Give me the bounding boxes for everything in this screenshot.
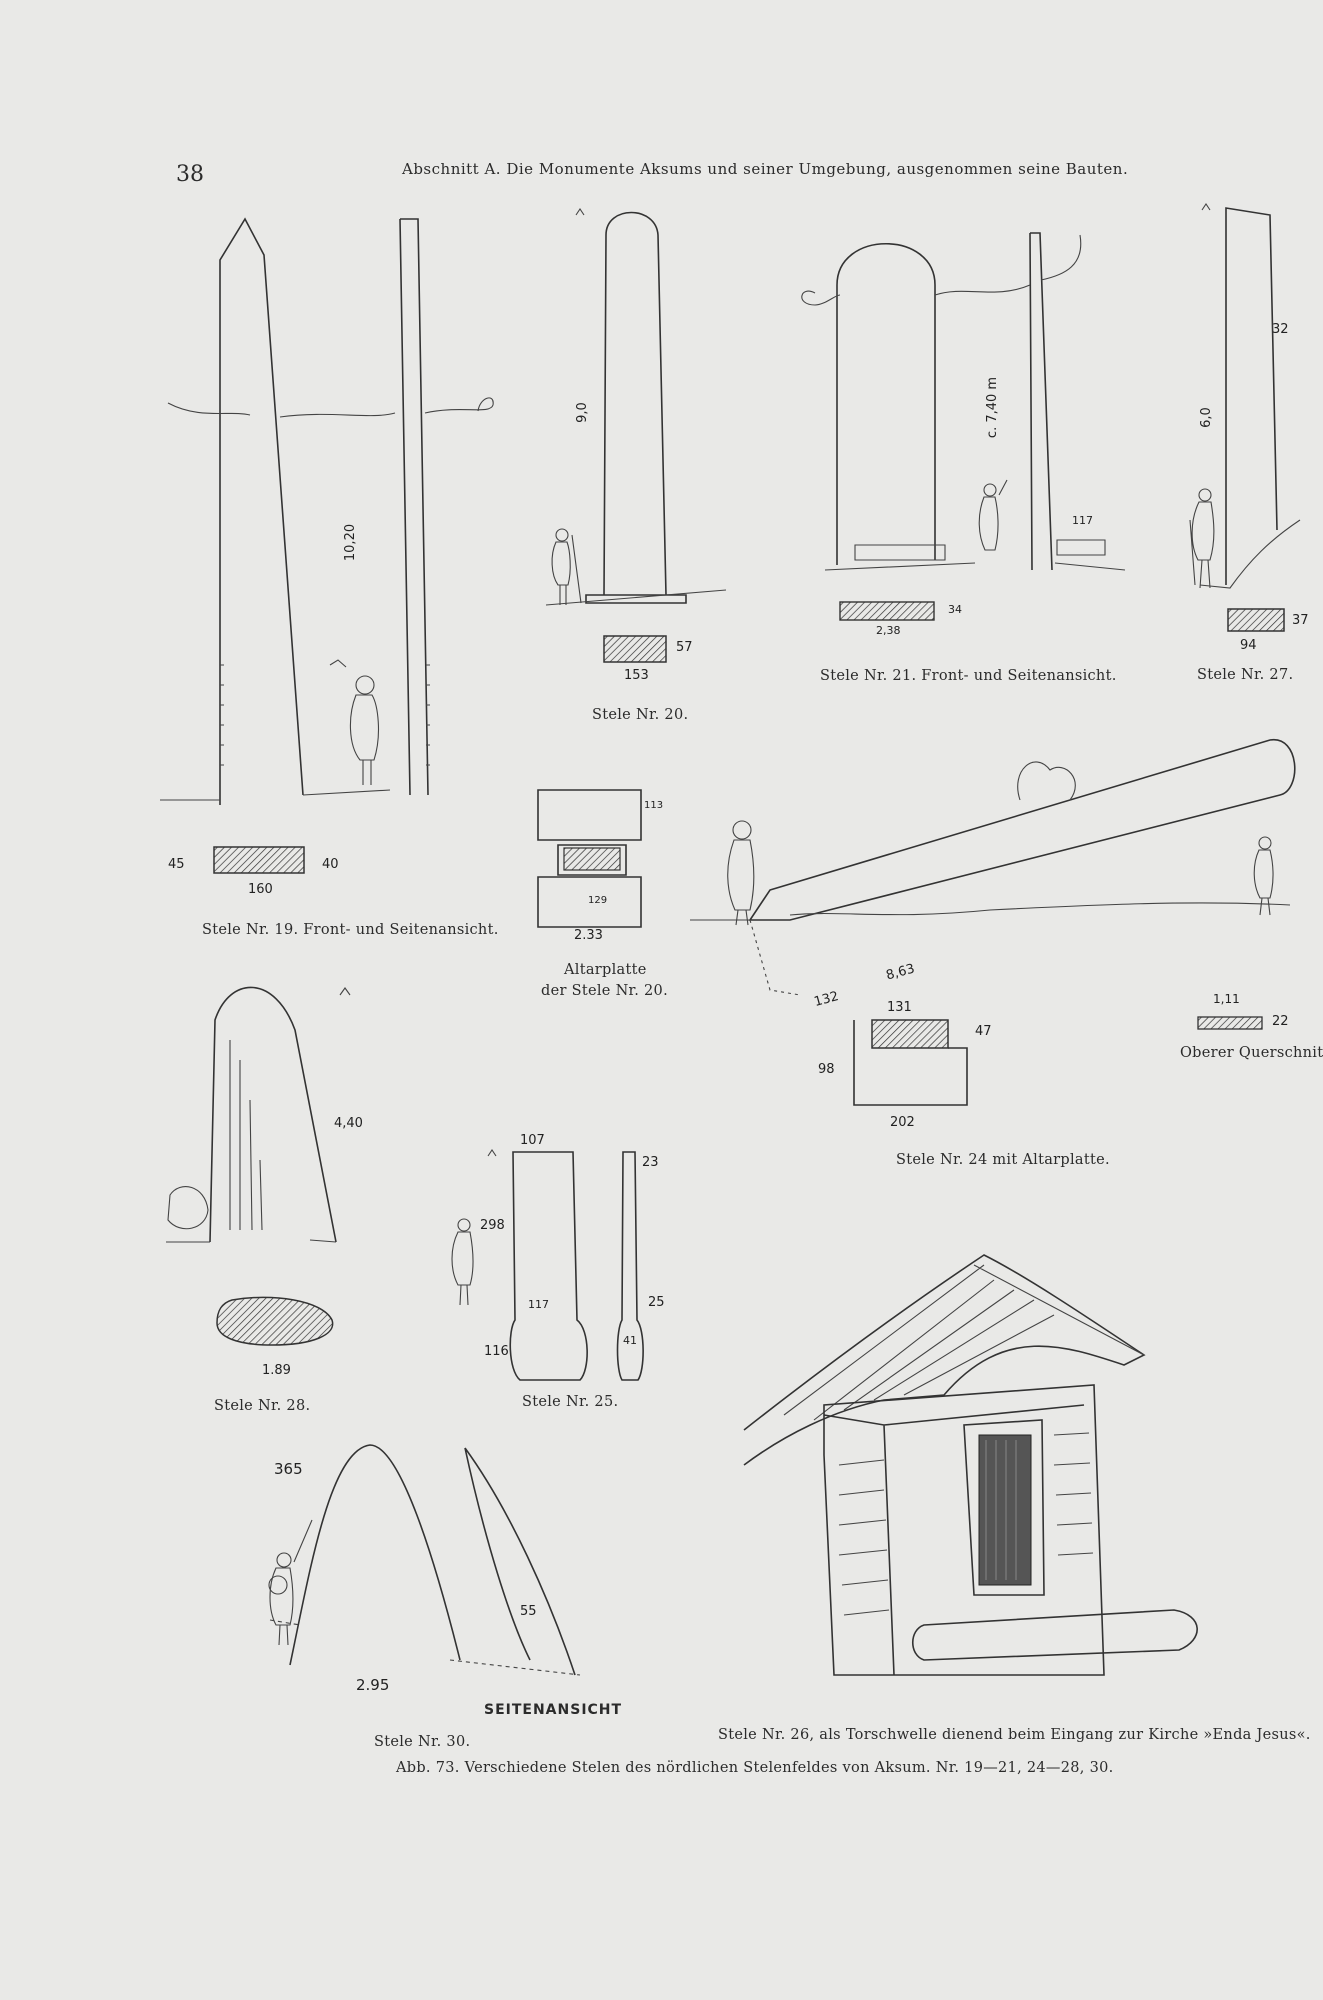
- s25-side-mid: 25: [648, 1295, 665, 1310]
- s24-c: 47: [975, 1024, 992, 1039]
- s19-d1: 45: [168, 857, 185, 872]
- s28-width: 1.89: [262, 1363, 291, 1378]
- altar-20-drawing: [537, 789, 642, 928]
- caption-altar-20-l1: Altarplatte: [564, 962, 647, 978]
- s24-d: 98: [818, 1062, 835, 1077]
- s27-top: 32: [1272, 322, 1289, 337]
- s20-width: 153: [624, 668, 649, 683]
- s27-width: 94: [1240, 638, 1257, 653]
- stele-26-drawing: [743, 1254, 1198, 1676]
- s25-bot: 116: [484, 1344, 509, 1359]
- stele-27-drawing: [1189, 203, 1301, 589]
- caption-seitenansicht: SEITENANSICHT: [484, 1702, 623, 1718]
- running-header: Abschnitt A. Die Monumente Aksums und se…: [402, 160, 1129, 178]
- stele-28-drawing: [166, 986, 351, 1243]
- s20-height: 9,0: [574, 402, 590, 423]
- caption-stele-26: Stele Nr. 26, als Torschwelle dienend be…: [718, 1727, 1311, 1743]
- caption-stele-20: Stele Nr. 20.: [592, 707, 689, 723]
- s30-height: 365: [274, 1460, 303, 1478]
- s24-b: 131: [887, 1000, 912, 1015]
- s21-d: 34: [948, 603, 962, 616]
- s27-height: 6,0: [1198, 407, 1214, 428]
- s19-height: 10,20: [343, 523, 359, 562]
- stele-21-drawing: [801, 232, 1126, 571]
- stele-24-drawing: [690, 739, 1296, 996]
- caption-stele-24: Stele Nr. 24 mit Altarplatte.: [896, 1152, 1110, 1168]
- s21-height: c. 7,40 m: [985, 376, 1001, 439]
- s19-width: 160: [248, 882, 273, 897]
- s20-d: 57: [676, 640, 693, 655]
- s25-side-bot: 41: [623, 1334, 637, 1347]
- s21-side: 117: [1072, 514, 1093, 527]
- caption-altar-20-l2: der Stele Nr. 20.: [541, 983, 668, 999]
- s25-mid: 117: [528, 1298, 549, 1311]
- stele-24-top-section: [1197, 1016, 1263, 1030]
- caption-stele-27: Stele Nr. 27.: [1197, 667, 1294, 683]
- s30-width: 2.95: [356, 1676, 390, 1694]
- page-number: 38: [176, 162, 204, 187]
- s24-width: 202: [890, 1115, 915, 1130]
- stele-21-section: [839, 601, 935, 621]
- s24-top-d: 22: [1272, 1014, 1289, 1029]
- caption-stele-30: Stele Nr. 30.: [374, 1734, 471, 1750]
- s21-width: 2,38: [876, 624, 901, 637]
- stele-30-drawing: [268, 1444, 581, 1676]
- altar20-b: 129: [588, 895, 608, 906]
- stele-19-section: [213, 846, 305, 874]
- stele-24-altar: [853, 1019, 968, 1106]
- s28-height: 4,40: [334, 1116, 363, 1131]
- s24-top-width: 1,11: [1213, 992, 1240, 1006]
- stele-27-section: [1227, 608, 1285, 632]
- stele-28-section: [216, 1296, 334, 1346]
- s25-height: 298: [480, 1218, 505, 1233]
- s25-side-top: 23: [642, 1155, 659, 1170]
- s27-d: 37: [1292, 613, 1309, 628]
- stele-25-drawing: [451, 1149, 644, 1381]
- figure-caption: Abb. 73. Verschiedene Stelen des nördlic…: [396, 1760, 1114, 1776]
- altar20-width: 2.33: [574, 928, 603, 943]
- caption-oberer-querschnitt: Oberer Querschnitt.: [1180, 1045, 1323, 1061]
- caption-stele-28: Stele Nr. 28.: [214, 1398, 311, 1414]
- stele-19-drawing: [160, 217, 494, 805]
- s30-side: 55: [520, 1604, 537, 1619]
- altar20-a: 113: [644, 800, 664, 811]
- caption-stele-21: Stele Nr. 21. Front- und Seitenansicht.: [820, 668, 1117, 684]
- caption-stele-25: Stele Nr. 25.: [522, 1394, 619, 1410]
- stele-20-section: [603, 635, 667, 663]
- s19-d2: 40: [322, 857, 339, 872]
- s25-top: 107: [520, 1133, 545, 1148]
- stele-20-drawing: [545, 208, 727, 606]
- caption-stele-19: Stele Nr. 19. Front- und Seitenansicht.: [202, 922, 499, 938]
